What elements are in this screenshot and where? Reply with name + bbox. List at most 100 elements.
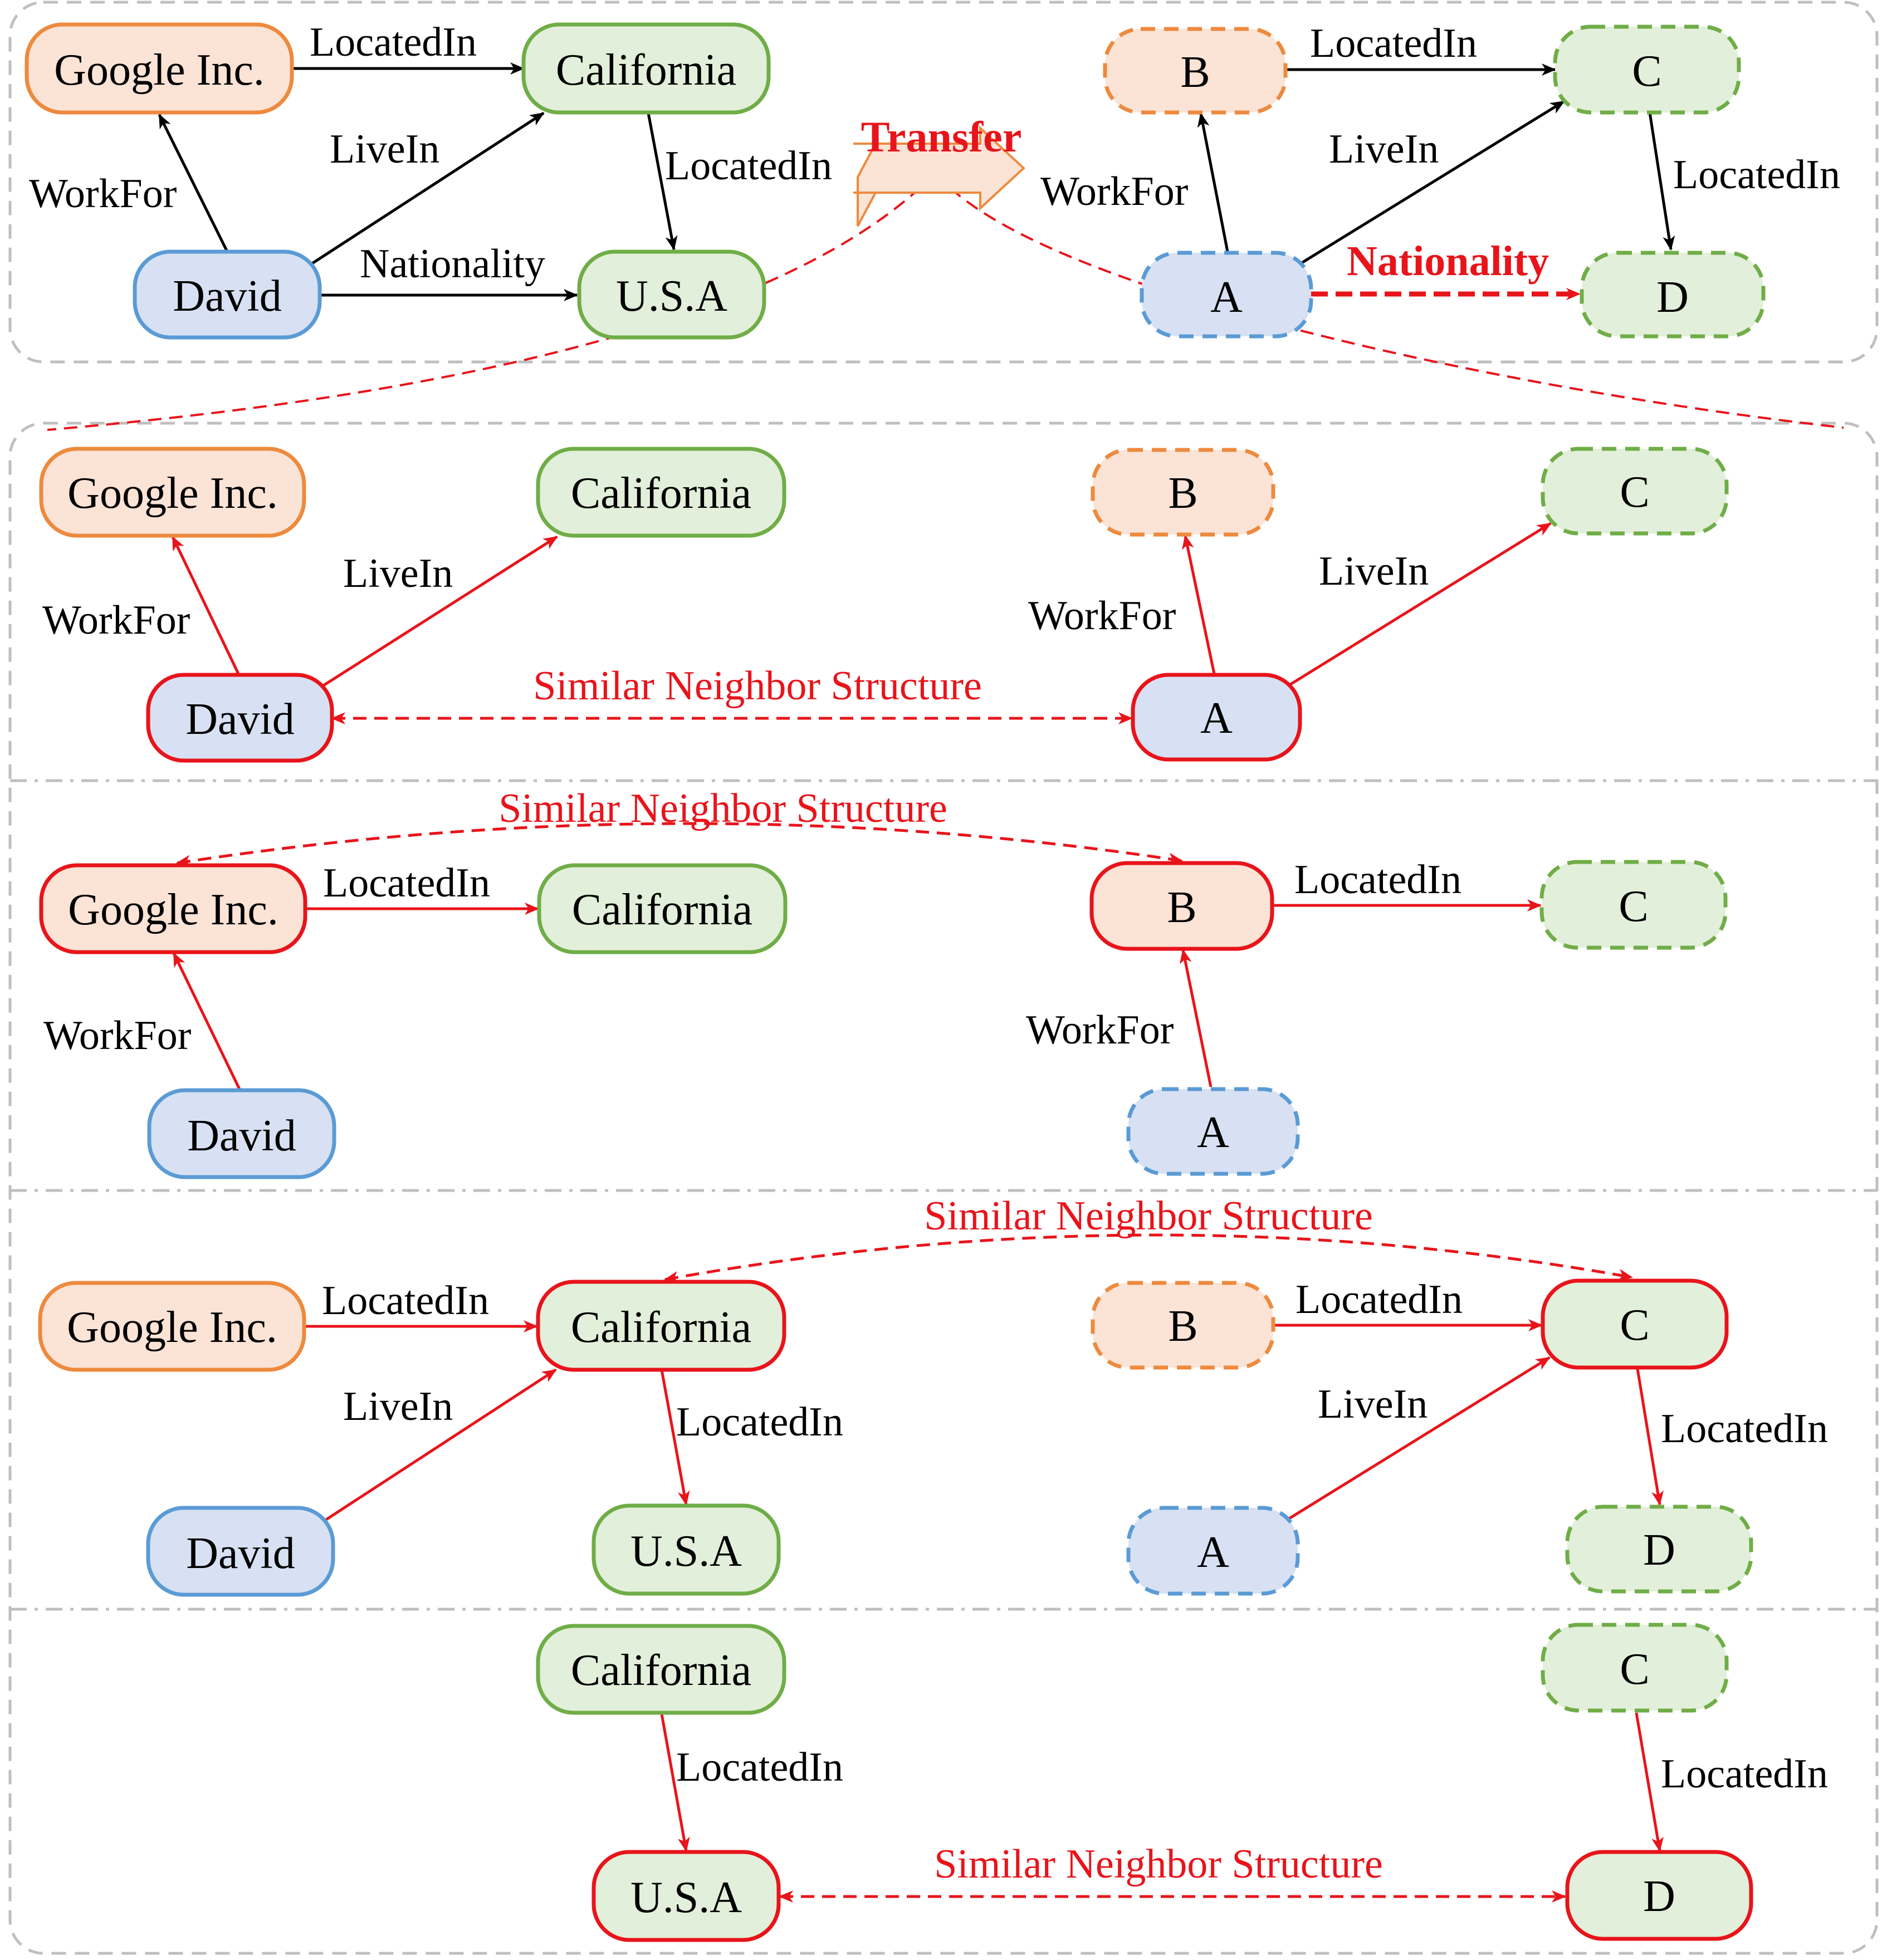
node-google: Google Inc. xyxy=(25,22,294,115)
node-david: David xyxy=(133,249,322,340)
p4-label-locatedin-left: LocatedIn xyxy=(676,1745,843,1790)
top-target-graph: B C A D LocatedIn WorkFor LiveIn Located… xyxy=(1040,21,1840,339)
label-california-usa: LocatedIn xyxy=(665,143,832,189)
p1-label-workfor-right: WorkFor xyxy=(1028,593,1176,639)
p4-node-california-label: California xyxy=(571,1646,751,1695)
node-a-label: A xyxy=(1210,273,1243,322)
p3-node-california-label: California xyxy=(571,1303,751,1352)
node-california-label: California xyxy=(556,46,736,95)
p1-node-a-label: A xyxy=(1200,694,1233,743)
p3-node-b: B xyxy=(1091,1281,1275,1370)
p3-node-c: C xyxy=(1541,1278,1729,1370)
p4-node-c-label: C xyxy=(1620,1645,1649,1694)
p1-edge-david-california xyxy=(320,535,558,689)
panel-4: California U.S.A C D LocatedIn LocatedIn… xyxy=(536,1623,1828,1942)
p2-label-locatedin-left: LocatedIn xyxy=(323,860,490,906)
zoom-connector-left xyxy=(47,171,937,431)
p4-label-locatedin-right: LocatedIn xyxy=(1661,1751,1828,1797)
p3-node-d: D xyxy=(1565,1505,1753,1594)
p2-node-california-label: California xyxy=(572,885,752,934)
p4-edge-california-usa xyxy=(660,1713,690,1852)
p3-edge-c-d xyxy=(1636,1368,1664,1506)
p1-node-a: A xyxy=(1131,673,1302,762)
p3-node-usa: U.S.A xyxy=(591,1503,781,1596)
p2-node-google: Google Inc. xyxy=(39,863,307,954)
p3-edge-david-california xyxy=(321,1368,557,1524)
edge-david-google xyxy=(158,114,229,253)
edge-california-usa xyxy=(647,112,678,251)
edge-c-d xyxy=(1648,112,1675,251)
p2-node-b: B xyxy=(1089,861,1274,951)
node-david-label: David xyxy=(173,272,282,321)
p3-similar-link xyxy=(664,1233,1633,1283)
zoom-connector-right xyxy=(935,171,1844,429)
transfer-label: Transfer xyxy=(861,112,1022,161)
p3-node-d-label: D xyxy=(1643,1526,1675,1575)
bottom-frame xyxy=(8,422,1879,1955)
p1-node-david-label: David xyxy=(185,695,295,744)
p3-node-a-label: A xyxy=(1197,1528,1229,1577)
p4-node-d: D xyxy=(1565,1850,1753,1941)
p1-label-livein-left: LiveIn xyxy=(343,551,453,596)
p4-node-c: C xyxy=(1541,1623,1729,1713)
p1-edge-david-google xyxy=(171,536,240,675)
p3-node-c-label: C xyxy=(1620,1301,1649,1350)
p4-node-usa-label: U.S.A xyxy=(630,1873,742,1922)
p2-node-b-label: B xyxy=(1167,883,1196,932)
top-known-graph: Google Inc. California David U.S.A Locat… xyxy=(25,19,832,340)
label-david-google: WorkFor xyxy=(29,171,177,217)
p2-similar-label: Similar Neighbor Structure xyxy=(498,786,947,831)
node-google-label: Google Inc. xyxy=(54,46,265,95)
p1-node-google-label: Google Inc. xyxy=(67,469,278,518)
label-david-california: LiveIn xyxy=(330,126,439,172)
label-a-d: Nationality xyxy=(1347,238,1549,285)
node-usa-label: U.S.A xyxy=(616,272,727,321)
p2-node-a: A xyxy=(1126,1087,1300,1176)
p1-node-b: B xyxy=(1091,448,1275,537)
p1-node-google: Google Inc. xyxy=(39,447,306,538)
p1-edge-a-b xyxy=(1182,535,1216,674)
p2-node-california: California xyxy=(537,863,788,954)
panel-2: Google Inc. California David B C A Simil… xyxy=(39,786,1728,1179)
p3-node-california: California xyxy=(536,1280,786,1372)
label-b-c: LocatedIn xyxy=(1310,21,1477,66)
p4-edge-c-d xyxy=(1635,1712,1664,1852)
p3-label-locatedin-cu: LocatedIn xyxy=(676,1399,843,1445)
panel-1: Google Inc. California David B C A WorkF… xyxy=(39,447,1729,763)
p1-node-california: California xyxy=(536,447,786,538)
label-a-c: LiveIn xyxy=(1329,126,1439,172)
edge-david-california xyxy=(309,111,545,267)
node-usa: U.S.A xyxy=(577,249,766,340)
p2-label-workfor-right: WorkFor xyxy=(1026,1007,1174,1053)
node-a: A xyxy=(1140,251,1313,339)
panel-3: Google Inc. California David U.S.A B C A xyxy=(38,1193,1828,1597)
p3-node-david: David xyxy=(146,1506,335,1597)
p3-label-locatedin-bc: LocatedIn xyxy=(1296,1277,1463,1322)
p2-label-locatedin-right: LocatedIn xyxy=(1294,857,1461,903)
label-david-usa: Nationality xyxy=(360,241,545,287)
p1-node-california-label: California xyxy=(571,469,751,518)
p2-node-david: David xyxy=(147,1088,336,1179)
edge-a-c xyxy=(1299,100,1565,266)
p3-node-a: A xyxy=(1126,1506,1300,1596)
p3-node-google: Google Inc. xyxy=(38,1281,306,1372)
p1-edge-a-c xyxy=(1287,522,1552,688)
p1-label-livein-right: LiveIn xyxy=(1319,548,1429,594)
p2-node-david-label: David xyxy=(187,1111,296,1160)
p3-node-b-label: B xyxy=(1168,1302,1197,1351)
p1-similar-label: Similar Neighbor Structure xyxy=(533,663,982,709)
node-c: C xyxy=(1553,24,1741,115)
p1-node-david: David xyxy=(146,673,334,763)
p3-similar-label: Similar Neighbor Structure xyxy=(924,1193,1373,1239)
node-d-label: D xyxy=(1656,273,1689,322)
edge-a-b xyxy=(1197,112,1229,252)
p2-node-c: C xyxy=(1539,860,1728,950)
p1-node-b-label: B xyxy=(1168,469,1197,518)
p3-label-livein-left: LiveIn xyxy=(343,1384,453,1429)
p1-node-c: C xyxy=(1541,447,1729,536)
p3-node-google-label: Google Inc. xyxy=(67,1303,277,1352)
p2-edge-david-google xyxy=(172,952,241,1090)
block-arrow-icon xyxy=(853,125,1025,227)
node-california: California xyxy=(521,22,771,115)
